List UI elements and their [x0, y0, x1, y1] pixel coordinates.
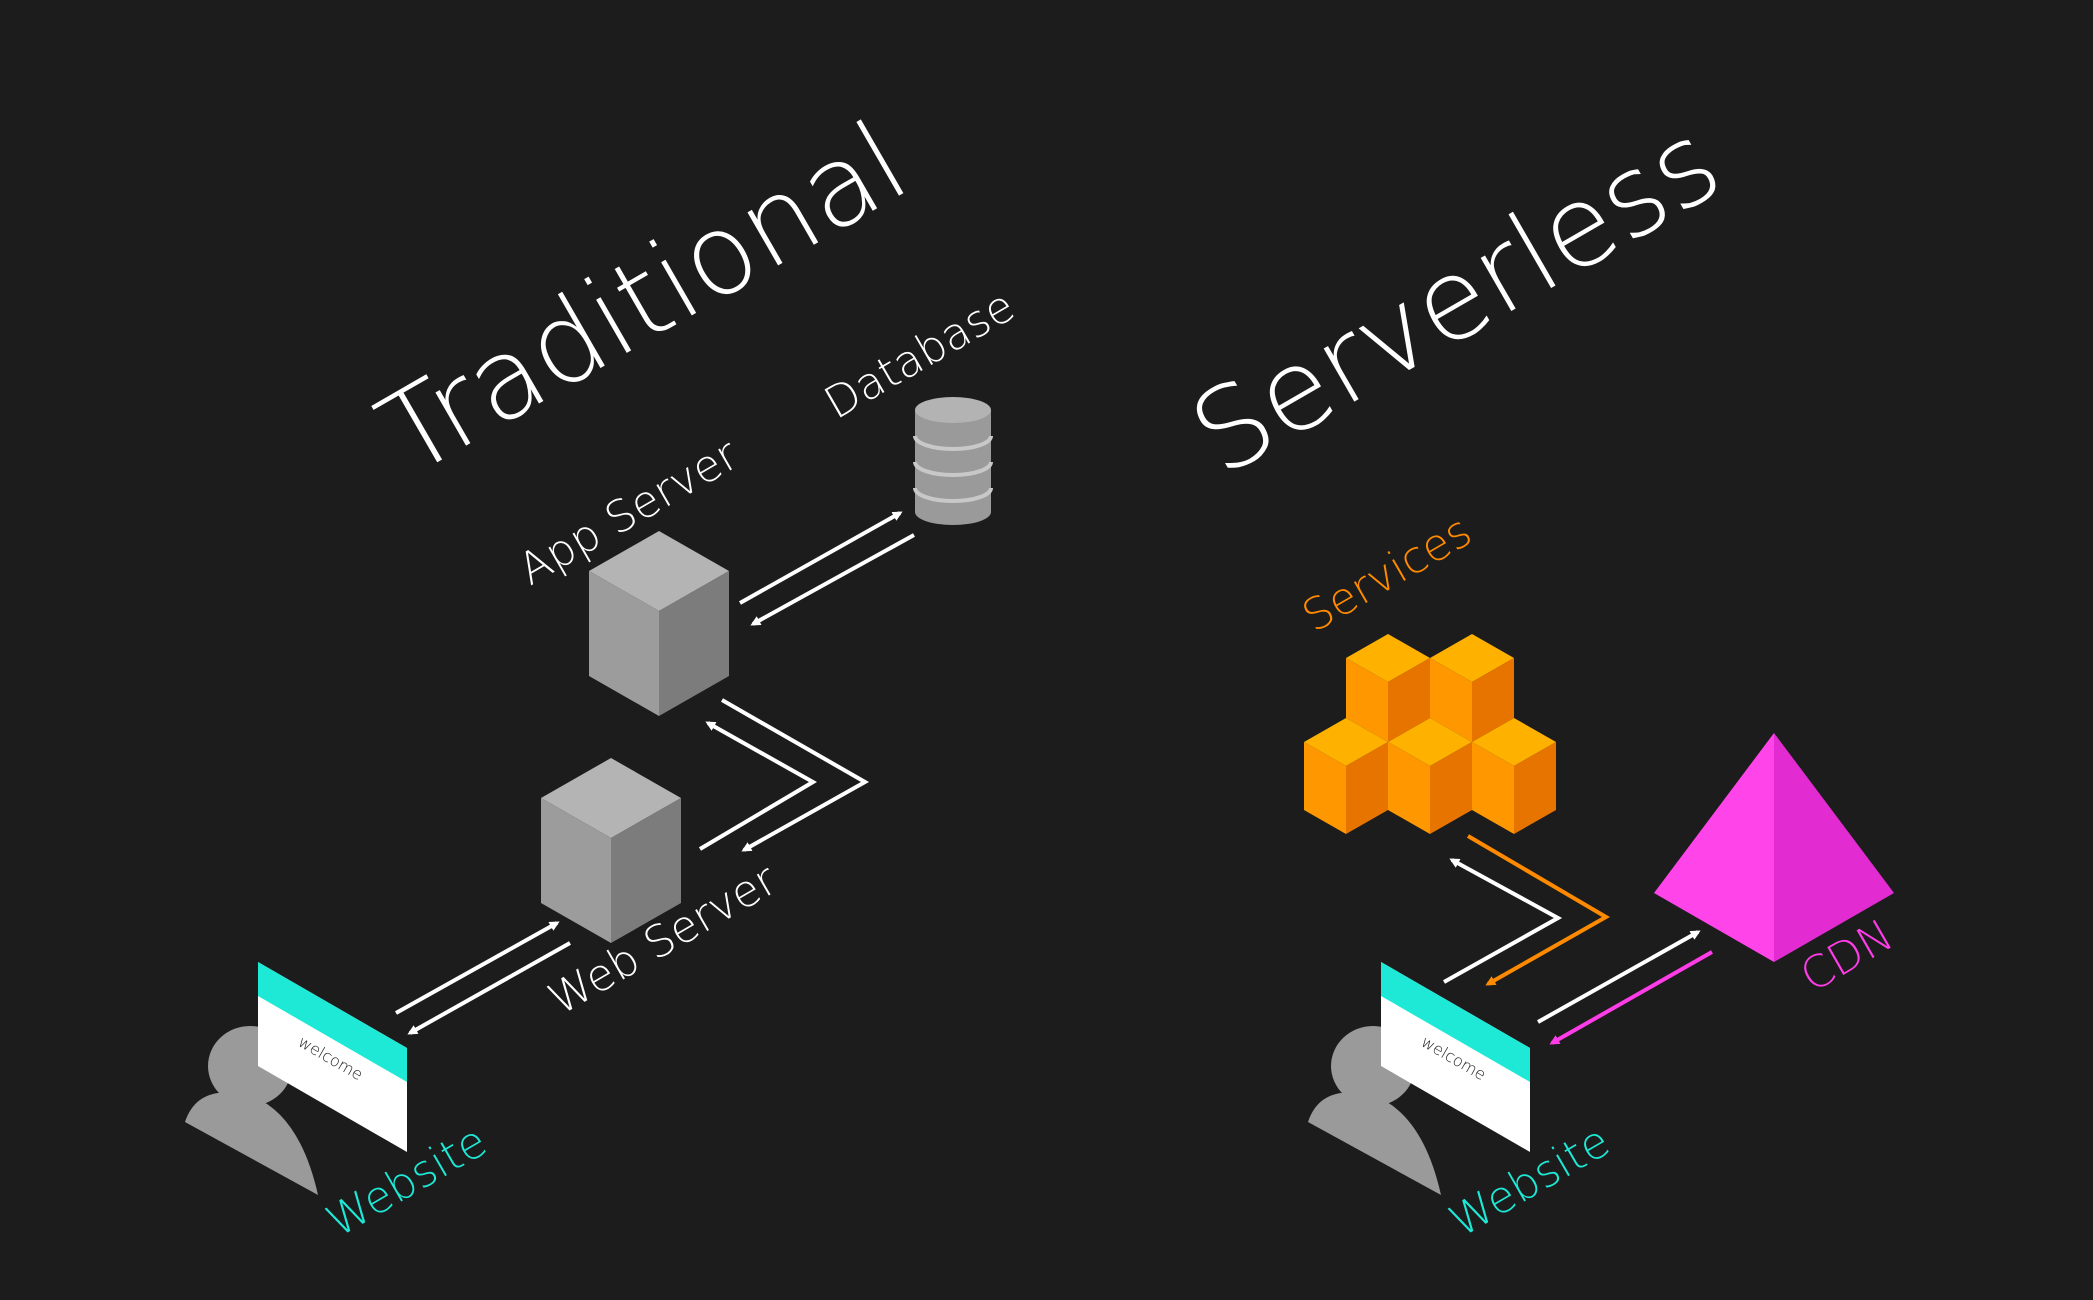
app-to-web-arrow: [721, 698, 870, 852]
app-server-cube-icon: [589, 531, 729, 716]
services-to-site-arrow: [1466, 834, 1610, 986]
db-to-app-arrow: [750, 533, 915, 626]
traditional-browser-window-icon: welcome: [258, 962, 407, 1152]
services-label: Services: [1294, 506, 1480, 643]
site-to-cdn-arrow: [1537, 930, 1701, 1024]
traditional-arrows: [395, 511, 915, 1035]
web-server-cube-icon: [541, 758, 681, 943]
serverless-title: Serverless: [1171, 97, 1742, 502]
web-to-site-arrow: [407, 941, 571, 1035]
cdn-to-site-arrow: [1549, 950, 1713, 1045]
traditional-title: Traditional: [359, 97, 929, 501]
serverless-browser-window-icon: welcome: [1381, 962, 1530, 1152]
app-to-db-arrow: [739, 511, 903, 605]
site-to-services-arrow: [1443, 858, 1563, 984]
site-to-web-arrow: [395, 921, 560, 1015]
database-icon: [913, 397, 993, 525]
cdn-pyramid-icon: [1654, 733, 1894, 962]
services-cubes-icon: [1304, 634, 1556, 834]
serverless-arrows: [1443, 834, 1713, 1045]
web-to-app-arrow: [698, 721, 817, 851]
